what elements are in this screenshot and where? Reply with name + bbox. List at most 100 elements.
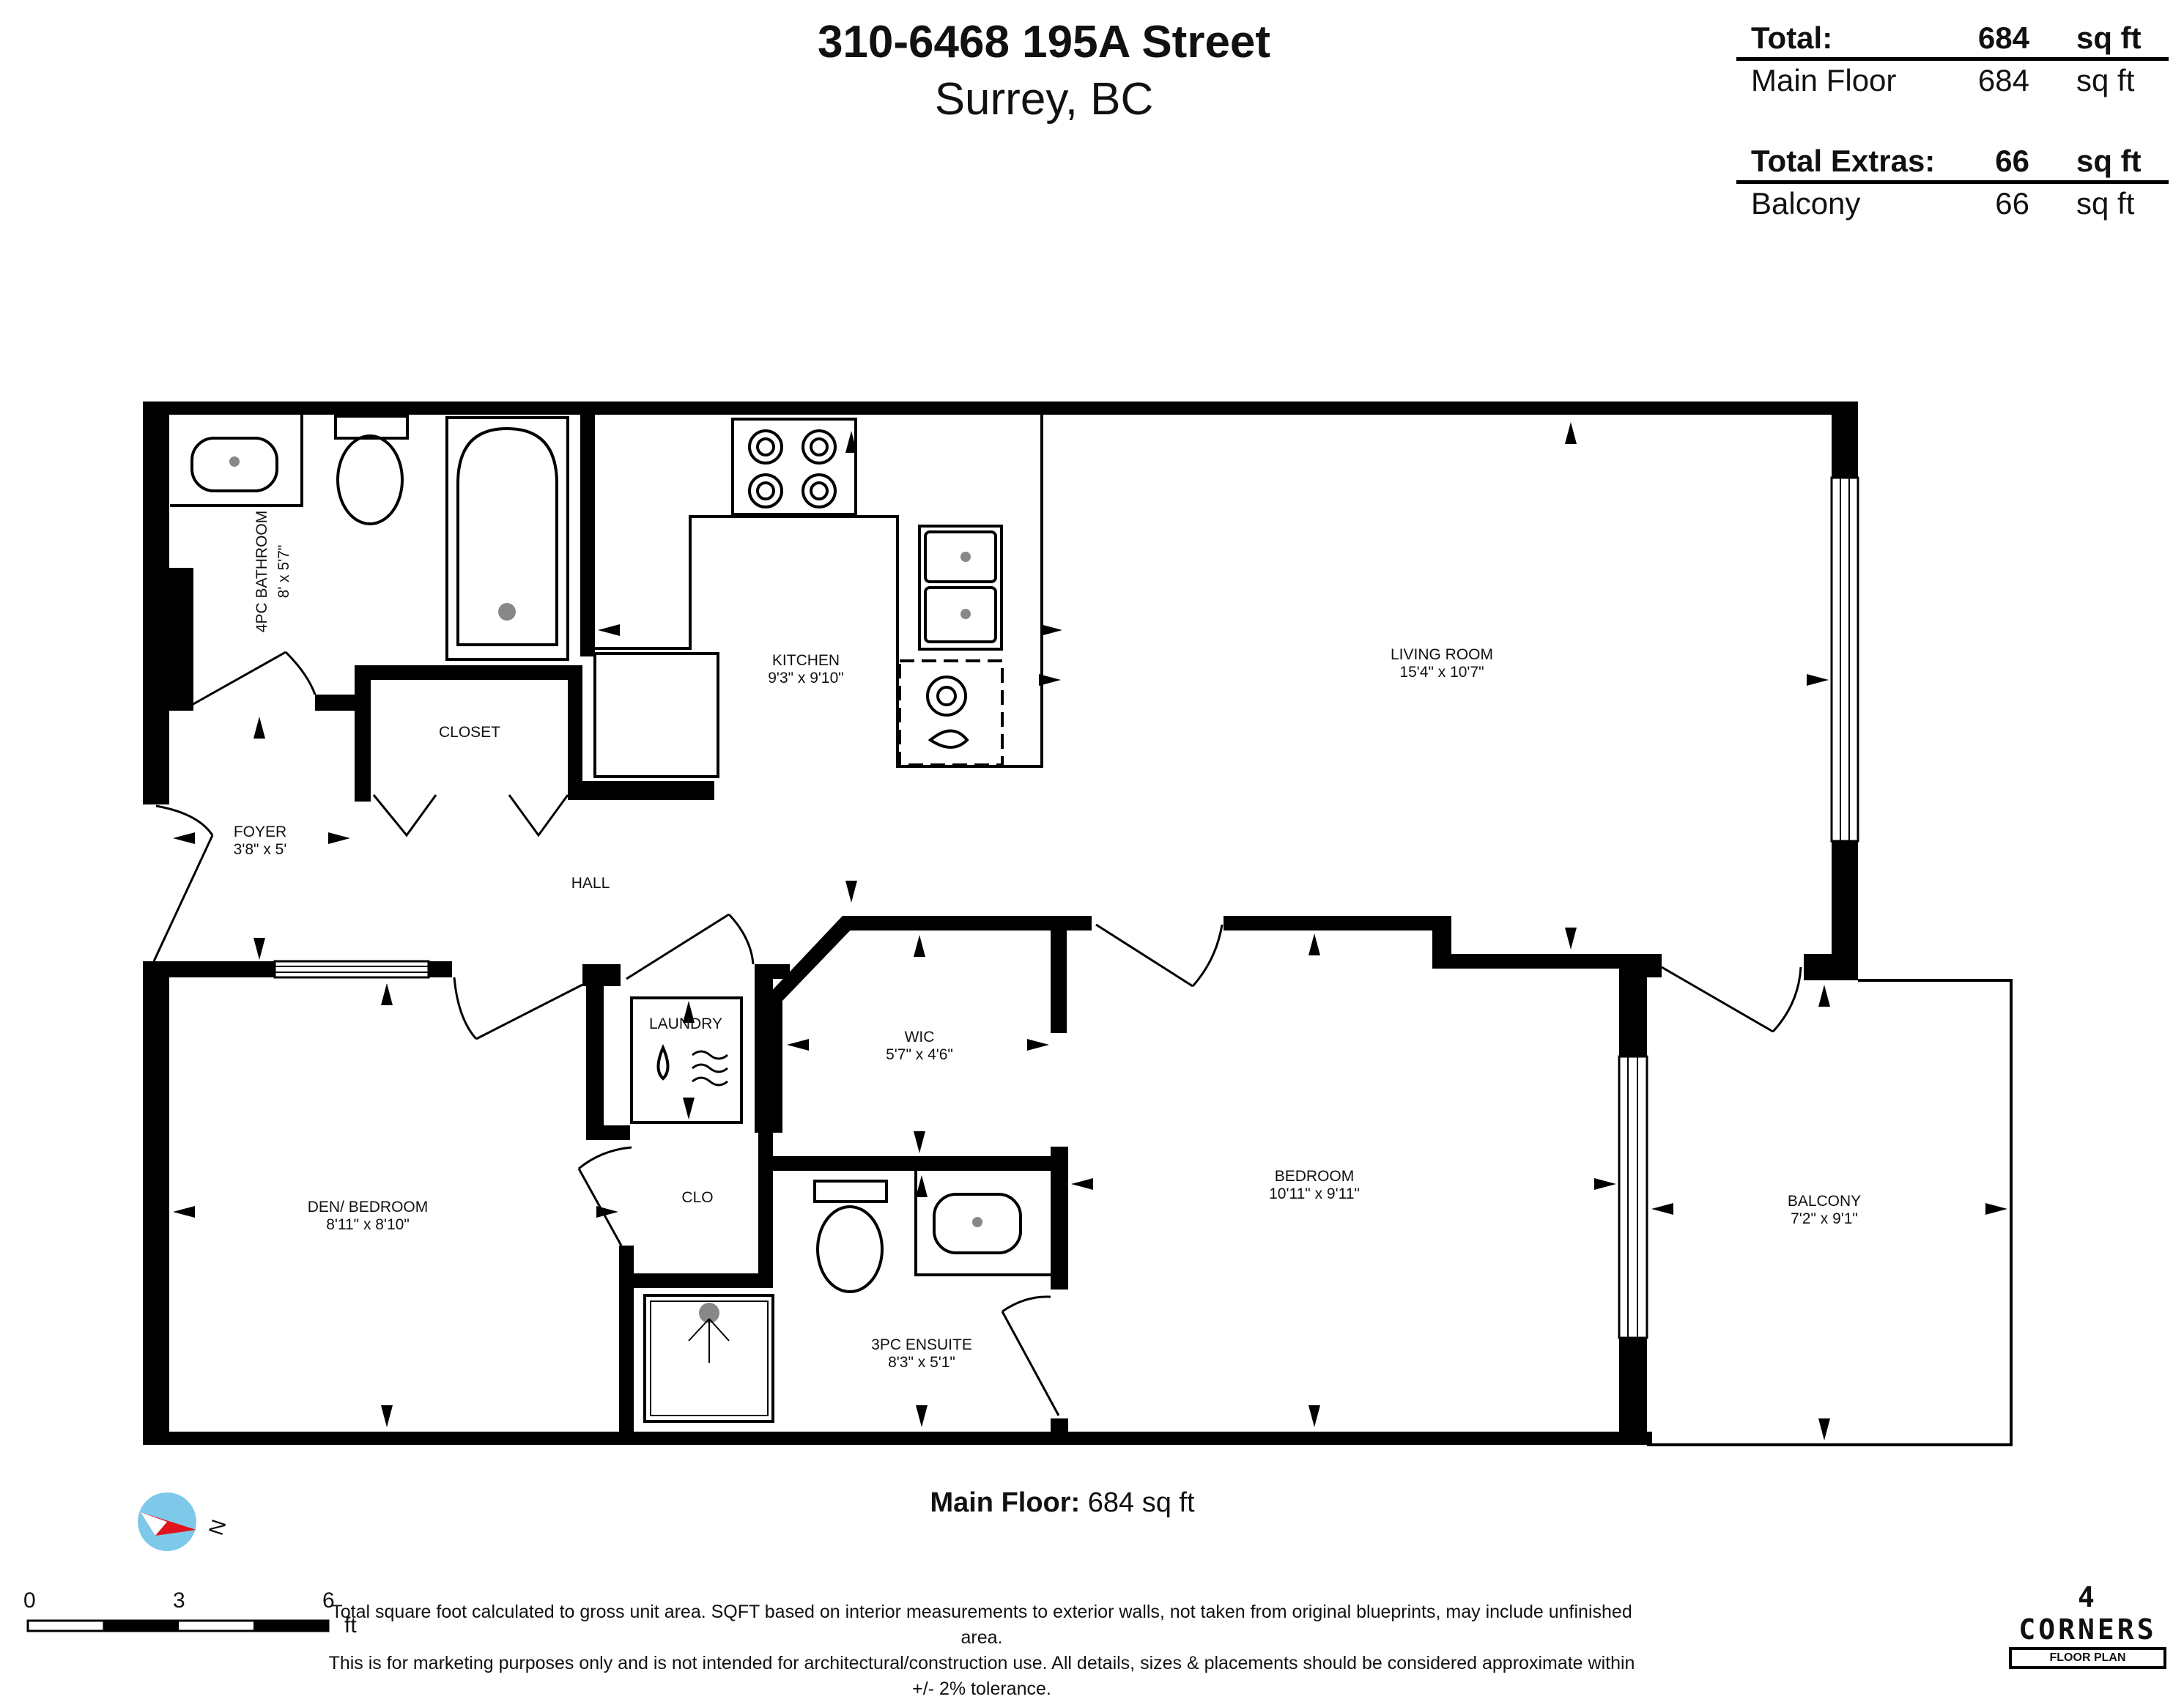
dishwasher-dial [926, 676, 967, 717]
main-floor-row: Main Floor 684 sq ft [1736, 63, 2169, 101]
wall-wic-top [843, 916, 1092, 930]
main-floor-value: 684 [1977, 63, 2029, 97]
room-size-kitchen: 9'3" x 9'10" [768, 670, 844, 687]
room-name-bedroom: BEDROOM [1275, 1168, 1355, 1185]
laundry-box [630, 996, 743, 1124]
shower-head [699, 1303, 719, 1323]
balcony-unit: sq ft [2076, 186, 2135, 221]
disclaimer-line-1: Total square foot calculated to gross un… [331, 1602, 1632, 1648]
extras-label: Total Extras: [1751, 144, 1936, 178]
wall-bed-top2 [1432, 954, 1656, 969]
scale-bar [26, 1619, 330, 1632]
balcony-label: Balcony [1751, 186, 1861, 221]
wall-ensuite-door [1051, 1418, 1068, 1445]
burner-2 [802, 429, 837, 465]
wall-ensuite-left [619, 1246, 634, 1445]
balcony-outline [1647, 979, 2013, 1446]
front-door [152, 804, 214, 962]
burner-3 [748, 473, 783, 508]
address-line-2: Surrey, BC [934, 74, 1154, 125]
room-name-hall: HALL [571, 875, 610, 892]
window-den [273, 960, 430, 979]
wall-den-top [143, 961, 275, 977]
wall-bath-stub [315, 695, 356, 711]
double-sink [918, 525, 1003, 651]
wall-bottom [143, 1432, 1652, 1445]
wall-left-lower [143, 961, 169, 1445]
sink-basin-2 [924, 586, 997, 643]
ensuite-door [1001, 1295, 1060, 1416]
total-label: Total: [1751, 21, 1833, 55]
wall-bed-right-lower [1619, 1338, 1647, 1445]
clo-door [577, 1146, 632, 1246]
dishwasher-drop [928, 729, 969, 749]
scale-tick-3: 3 [173, 1588, 185, 1613]
windows [273, 476, 1859, 1339]
scale-tick-6: 6 [322, 1588, 335, 1613]
room-name-balcony: BALCONY [1788, 1193, 1861, 1210]
extras-row: Total Extras: 66 sq ft [1736, 144, 2169, 182]
balcony-row: Balcony 66 sq ft [1736, 186, 2169, 224]
kitchen-counter [595, 415, 1043, 768]
room-size-den-bedroom: 8'11" x 8'10" [326, 1216, 410, 1233]
main-floor-label: Main Floor [1751, 63, 1897, 97]
room-size-living-room: 15'4" x 10'7" [1399, 664, 1484, 681]
window-living [1830, 476, 1859, 843]
washer-drop [656, 1043, 670, 1081]
wall-bed-top1 [1224, 916, 1447, 930]
bathroom-counter [170, 415, 303, 507]
bath-door [191, 651, 317, 706]
dimension-arrows [173, 422, 2007, 1440]
main-floor-caption-value: 684 sq ft [1087, 1487, 1195, 1518]
wall-laundry-top2 [755, 964, 790, 979]
wall-fridge-bottom [568, 781, 714, 800]
shower-spray [688, 1318, 730, 1363]
room-name-foyer: FOYER [234, 824, 286, 840]
wall-laundry-bottom [586, 1125, 630, 1140]
wall-left-upper [143, 402, 169, 804]
room-size-4pc-bathroom: 8' x 5'7" [275, 545, 292, 599]
wall-left-thick [169, 568, 193, 711]
den-door [453, 977, 583, 1040]
ensuite-sink [933, 1193, 1022, 1254]
wall-laundry-left [586, 964, 604, 1129]
dryer-waves [692, 1050, 728, 1087]
extras-unit: sq ft [2076, 144, 2142, 178]
logo: 4 CORNERS FLOOR PLAN [2009, 1581, 2166, 1669]
wall-ensuite-top [773, 1156, 1051, 1171]
wall-balcony-stub [1804, 954, 1858, 980]
compass-label: N [204, 1517, 231, 1538]
room-name-clo: CLO [681, 1189, 713, 1206]
room-size-foyer: 3'8" x 5' [234, 841, 287, 858]
wall-wic-bedroom [1051, 923, 1067, 1033]
wall-closet-left [355, 665, 371, 802]
tub-drain [498, 603, 516, 621]
wall-ensuite-right [1051, 1147, 1068, 1290]
ensuite-vanity [914, 1171, 1051, 1276]
room-name-wic: WIC [905, 1029, 935, 1046]
fridge [593, 652, 719, 778]
shower-stall [643, 1294, 774, 1423]
room-size-3pc-ensuite: 8'3" x 5'1" [888, 1354, 955, 1371]
room-labels: 4PC BATHROOM 8' x 5'7" KITCHEN 9'3" x 9'… [234, 511, 1862, 1371]
disclaimer-line-2: This is for marketing purposes only and … [328, 1653, 1635, 1699]
thin-lines [170, 415, 2013, 1446]
fixtures [190, 415, 1022, 1363]
wall-bed-right-cap [1619, 954, 1662, 977]
toilet-tank-bath [334, 415, 409, 440]
scale-unit: ft [344, 1613, 357, 1638]
extras-value: 66 [1995, 144, 2029, 178]
wall-wic-diagonal [768, 916, 857, 1026]
dishwasher [898, 659, 1004, 766]
compass: N [138, 1492, 231, 1551]
total-unit: sq ft [2076, 21, 2142, 55]
disclaimer: Total square foot calculated to gross un… [322, 1599, 1641, 1702]
balcony-door [1661, 966, 1802, 1033]
address-line-1: 310-6468 195A Street [817, 17, 1271, 67]
burner-4 [802, 473, 837, 508]
room-name-4pc-bathroom: 4PC BATHROOM [253, 511, 270, 632]
room-size-balcony: 7'2" x 9'1" [1791, 1210, 1858, 1227]
wall-clo-right [758, 1128, 773, 1288]
wall-den-top2 [429, 961, 452, 977]
toilet-bowl-bath [336, 434, 404, 525]
